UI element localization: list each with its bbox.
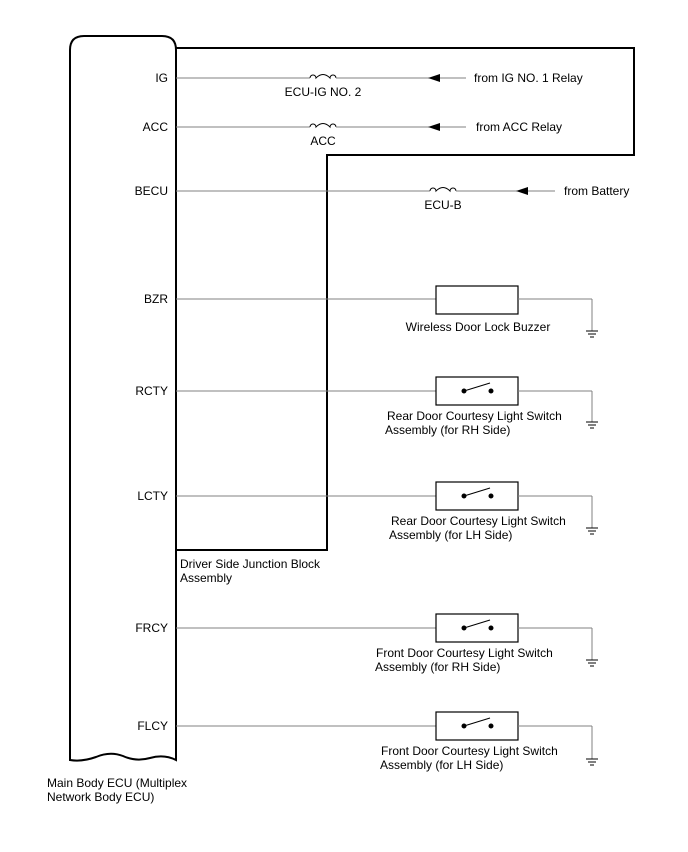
rcty-circuit	[176, 376, 598, 429]
terminal-becu-label: BECU	[135, 184, 168, 198]
source-becu-label: from Battery	[564, 184, 629, 198]
junction-block-label-2: Assembly	[180, 571, 232, 585]
terminal-acc-label: ACC	[143, 120, 169, 134]
fuse-becu-label: ECU-B	[424, 198, 461, 212]
ig-circuit	[176, 74, 466, 82]
buzzer-label: Wireless Door Lock Buzzer	[406, 320, 551, 334]
rear-rh-label-1: Rear Door Courtesy Light Switch	[387, 409, 562, 423]
front-lh-label-2: Assembly (for LH Side)	[380, 758, 503, 772]
ground-icon	[586, 330, 598, 338]
terminal-flcy-label: FLCY	[137, 719, 168, 733]
fuse-acc-label: ACC	[310, 134, 336, 148]
acc-circuit	[176, 123, 466, 131]
front-lh-switch-box	[435, 711, 519, 741]
ground-icon	[586, 527, 598, 535]
fuse-acc	[309, 123, 337, 129]
terminal-frcy-label: FRCY	[135, 621, 168, 635]
rear-lh-switch-box	[435, 481, 519, 511]
terminal-rcty-label: RCTY	[135, 384, 168, 398]
switch-icon	[461, 382, 494, 394]
arrow-becu-icon	[516, 187, 528, 195]
fuse-ecu-b	[429, 187, 457, 193]
arrow-ig-icon	[428, 74, 440, 82]
rear-lh-label-2: Assembly (for LH Side)	[389, 528, 512, 542]
main-body-ecu	[69, 35, 177, 762]
front-rh-label-1: Front Door Courtesy Light Switch	[376, 646, 553, 660]
ground-icon	[586, 659, 598, 667]
buzzer-box	[435, 285, 519, 315]
switch-icon	[461, 487, 494, 499]
fuse-ig-label: ECU-IG NO. 2	[285, 85, 362, 99]
lcty-circuit	[176, 481, 598, 535]
becu-circuit	[176, 187, 555, 195]
terminal-lcty-label: LCTY	[137, 489, 168, 503]
terminal-bzr-label: BZR	[144, 292, 168, 306]
ecu-label-2: Network Body ECU)	[47, 790, 154, 804]
frcy-circuit	[176, 613, 598, 667]
bzr-circuit	[176, 285, 598, 338]
fuse-ecu-ig-no2	[309, 74, 337, 80]
flcy-circuit	[176, 711, 598, 766]
ground-icon	[586, 758, 598, 766]
arrow-acc-icon	[428, 123, 440, 131]
front-rh-label-2: Assembly (for RH Side)	[375, 660, 500, 674]
junction-block-outline	[176, 47, 635, 551]
front-lh-label-1: Front Door Courtesy Light Switch	[381, 744, 558, 758]
junction-block-label-1: Driver Side Junction Block	[180, 557, 321, 571]
rear-rh-switch-box	[435, 376, 519, 406]
source-ig-label: from IG NO. 1 Relay	[474, 71, 583, 85]
rear-lh-label-1: Rear Door Courtesy Light Switch	[391, 514, 566, 528]
terminal-ig-label: IG	[155, 71, 168, 85]
source-acc-label: from ACC Relay	[476, 120, 562, 134]
front-rh-switch-box	[435, 613, 519, 643]
ecu-label-1: Main Body ECU (Multiplex	[47, 776, 187, 790]
ground-icon	[586, 421, 598, 429]
rear-rh-label-2: Assembly (for RH Side)	[385, 423, 510, 437]
switch-icon	[461, 619, 494, 631]
switch-icon	[461, 717, 494, 729]
